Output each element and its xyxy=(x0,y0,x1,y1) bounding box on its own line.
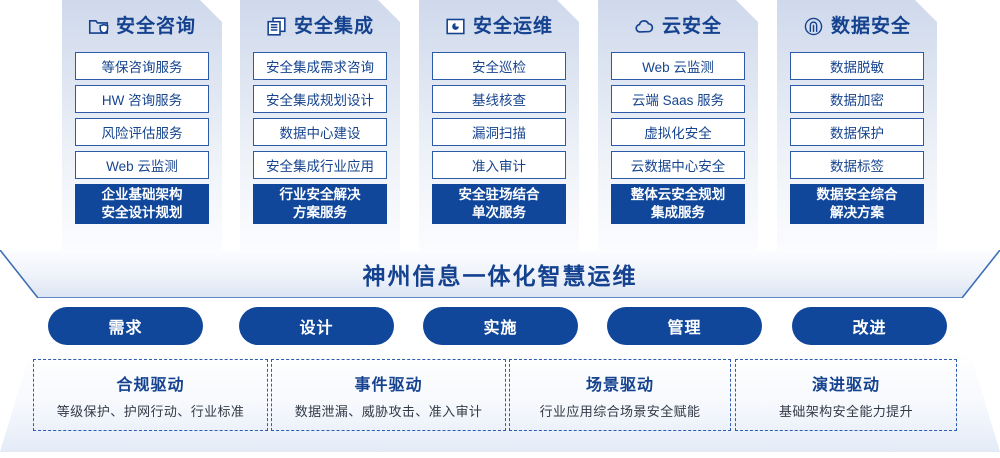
driver-card-scenario[interactable]: 场景驱动 行业应用综合场景安全赋能 xyxy=(509,359,731,431)
drivers-section: 合规驱动 等级保护、护网行动、行业标准 事件驱动 数据泄漏、威胁攻击、准入审计 … xyxy=(0,352,1000,452)
stacked-documents-icon xyxy=(266,16,287,37)
column-highlight-item[interactable]: 整体云安全规划 集成服务 xyxy=(611,184,745,224)
highlight-line: 集成服务 xyxy=(651,205,705,220)
column-item[interactable]: 数据中心建设 xyxy=(253,118,387,146)
highlight-line: 解决方案 xyxy=(830,205,884,220)
drivers-row: 合规驱动 等级保护、护网行动、行业标准 事件驱动 数据泄漏、威胁攻击、准入审计 … xyxy=(0,359,1000,439)
column-highlight-item[interactable]: 行业安全解决 方案服务 xyxy=(253,184,387,224)
highlight-line: 整体云安全规划 xyxy=(630,186,726,202)
column-title: 安全运维 xyxy=(472,15,553,37)
capability-column-data-security[interactable]: 数据安全 数据脱敏 数据加密 数据保护 数据标签 数据安全综合 解决方案 xyxy=(777,0,937,252)
column-item[interactable]: 基线核查 xyxy=(432,85,566,113)
column-item[interactable]: 安全集成需求咨询 xyxy=(253,52,387,80)
column-item[interactable]: 云端 Saas 服务 xyxy=(611,85,745,113)
driver-title: 场景驱动 xyxy=(585,376,654,394)
column-header: 安全集成 xyxy=(253,0,387,52)
pill-demand[interactable]: 需求 xyxy=(48,307,203,345)
driver-subtitle: 数据泄漏、威胁攻击、准入审计 xyxy=(294,403,483,419)
fingerprint-icon xyxy=(803,16,824,37)
lifecycle-pills: 需求 设计 实施 管理 改进 xyxy=(0,307,1000,347)
capability-column-security-operations[interactable]: 安全运维 安全巡检 基线核查 漏洞扫描 准入审计 安全驻场结合 单次服务 xyxy=(419,0,579,252)
column-title: 数据安全 xyxy=(830,15,911,37)
folder-shield-icon xyxy=(88,16,109,37)
highlight-line: 单次服务 xyxy=(472,205,526,220)
column-highlight-item[interactable]: 安全驻场结合 单次服务 xyxy=(432,184,566,224)
column-title: 云安全 xyxy=(661,15,722,37)
column-item[interactable]: 风险评估服务 xyxy=(75,118,209,146)
column-item[interactable]: 安全集成行业应用 xyxy=(253,151,387,179)
column-item[interactable]: 虚拟化安全 xyxy=(611,118,745,146)
column-item[interactable]: Web 云监测 xyxy=(611,52,745,80)
driver-card-incident[interactable]: 事件驱动 数据泄漏、威胁攻击、准入审计 xyxy=(271,359,506,431)
pill-design[interactable]: 设计 xyxy=(239,307,394,345)
driver-subtitle: 行业应用综合场景安全赋能 xyxy=(539,403,701,419)
column-title: 安全集成 xyxy=(293,15,374,37)
highlight-line: 方案服务 xyxy=(293,205,347,220)
column-item[interactable]: 漏洞扫描 xyxy=(432,118,566,146)
monitor-pie-icon xyxy=(445,16,466,37)
column-item[interactable]: 安全巡检 xyxy=(432,52,566,80)
column-title: 安全咨询 xyxy=(115,15,196,37)
highlight-line: 数据安全综合 xyxy=(816,186,898,202)
column-header: 安全咨询 xyxy=(75,0,209,52)
column-item[interactable]: 等保咨询服务 xyxy=(75,52,209,80)
pill-improvement[interactable]: 改进 xyxy=(792,307,947,345)
column-item[interactable]: Web 云监测 xyxy=(75,151,209,179)
column-highlight-item[interactable]: 企业基础架构 安全设计规划 xyxy=(75,184,209,224)
driver-title: 演进驱动 xyxy=(811,376,880,394)
highlight-line: 企业基础架构 xyxy=(101,186,183,202)
column-header: 数据安全 xyxy=(790,0,924,52)
capability-column-security-integration[interactable]: 安全集成 安全集成需求咨询 安全集成规划设计 数据中心建设 安全集成行业应用 行… xyxy=(240,0,400,252)
driver-subtitle: 等级保护、护网行动、行业标准 xyxy=(56,403,245,419)
drivers-background xyxy=(0,352,1000,452)
highlight-line: 安全驻场结合 xyxy=(458,186,540,202)
pill-management[interactable]: 管理 xyxy=(607,307,762,345)
column-item[interactable]: 云数据中心安全 xyxy=(611,151,745,179)
highlight-line: 行业安全解决 xyxy=(279,186,361,202)
driver-title: 合规驱动 xyxy=(116,376,185,394)
platform-banner: 神州信息一体化智慧运维 xyxy=(0,250,1000,298)
pill-implementation[interactable]: 实施 xyxy=(423,307,578,345)
platform-banner-title: 神州信息一体化智慧运维 xyxy=(362,263,638,289)
cloud-icon xyxy=(634,16,655,37)
capability-column-cloud-security[interactable]: 云安全 Web 云监测 云端 Saas 服务 虚拟化安全 云数据中心安全 整体云… xyxy=(598,0,758,252)
column-header: 云安全 xyxy=(611,0,745,52)
driver-card-compliance[interactable]: 合规驱动 等级保护、护网行动、行业标准 xyxy=(33,359,268,431)
column-item[interactable]: 数据加密 xyxy=(790,85,924,113)
column-item[interactable]: HW 咨询服务 xyxy=(75,85,209,113)
highlight-line: 安全设计规划 xyxy=(101,205,183,220)
column-item[interactable]: 准入审计 xyxy=(432,151,566,179)
driver-title: 事件驱动 xyxy=(354,376,423,394)
column-item[interactable]: 安全集成规划设计 xyxy=(253,85,387,113)
column-highlight-item[interactable]: 数据安全综合 解决方案 xyxy=(790,184,924,224)
driver-card-evolution[interactable]: 演进驱动 基础架构安全能力提升 xyxy=(735,359,957,431)
column-item[interactable]: 数据保护 xyxy=(790,118,924,146)
column-item[interactable]: 数据脱敏 xyxy=(790,52,924,80)
column-header: 安全运维 xyxy=(432,0,566,52)
driver-subtitle: 基础架构安全能力提升 xyxy=(778,403,913,419)
capability-columns: 安全咨询 等保咨询服务 HW 咨询服务 风险评估服务 Web 云监测 企业基础架… xyxy=(0,0,1000,252)
column-item[interactable]: 数据标签 xyxy=(790,151,924,179)
capability-column-security-consulting[interactable]: 安全咨询 等保咨询服务 HW 咨询服务 风险评估服务 Web 云监测 企业基础架… xyxy=(62,0,222,252)
